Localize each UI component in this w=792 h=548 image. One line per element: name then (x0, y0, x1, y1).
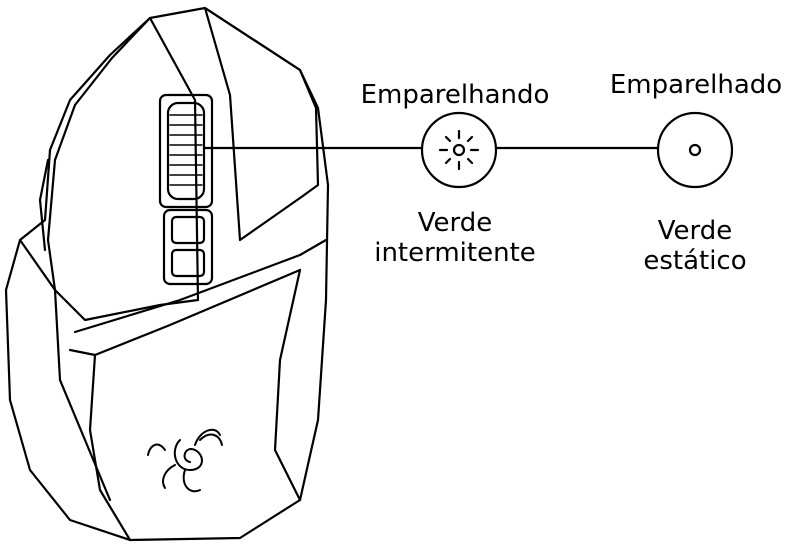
mouse-outer-shell (4, 6, 330, 542)
static-led-icon (688, 143, 702, 157)
lower-shell-line (88, 353, 132, 542)
scroll-wheel-housing (158, 93, 214, 209)
pairing-state-description: Verde intermitente (360, 208, 550, 268)
scroll-wheel (166, 101, 206, 201)
palm-seam-line-2 (68, 268, 302, 357)
paired-indicator-circle (656, 111, 734, 189)
paired-mode-label: estático (643, 246, 747, 276)
left-mouse-button (46, 16, 200, 322)
pairing-state-title: Emparelhando (360, 80, 550, 110)
paired-color-label: Verde (657, 216, 733, 246)
pairing-mode-label: intermitente (374, 238, 536, 268)
side-grip (18, 238, 112, 502)
scroll-wheel-ridges (169, 114, 203, 186)
dpi-down-button (170, 248, 206, 278)
paired-state-description: Verde estático (610, 216, 780, 276)
dpi-up-button (170, 215, 206, 245)
razer-logo-icon (147, 428, 223, 493)
paired-state-title: Emparelhado (609, 70, 783, 100)
blinking-led-icon (438, 129, 480, 171)
dpi-button-housing (162, 208, 214, 286)
palm-seam-line (73, 238, 328, 334)
right-shell-line (273, 268, 302, 502)
gaming-mouse-illustration (4, 6, 330, 542)
right-mouse-button (203, 6, 320, 242)
pairing-indicator-circle (420, 111, 498, 189)
side-buttons (38, 158, 50, 252)
pairing-color-label: Verde (417, 208, 493, 238)
